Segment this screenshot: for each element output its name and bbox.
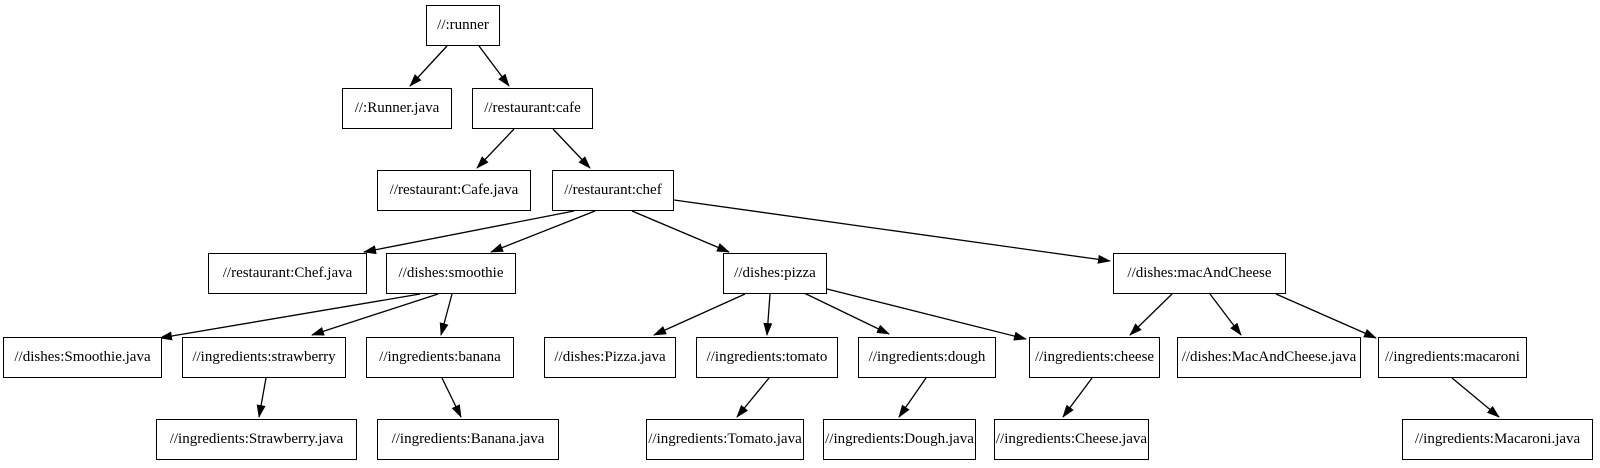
node-dough: //ingredients:dough: [858, 337, 996, 378]
node-mac-and-cheese-java: //dishes:MacAndCheese.java: [1177, 337, 1361, 378]
edge-pizza-to-pizza-java: [653, 293, 746, 336]
node-smoothie-java: //dishes:Smoothie.java: [3, 337, 162, 378]
edge-chef-to-mac-and-cheese: [673, 199, 1111, 264]
node-tomato: //ingredients:tomato: [696, 337, 838, 378]
edge-pizza-to-tomato: [763, 293, 773, 336]
node-strawberry: //ingredients:strawberry: [182, 337, 346, 378]
node-banana: //ingredients:banana: [366, 337, 514, 378]
node-cafe-java: //restaurant:Cafe.java: [377, 170, 531, 211]
edge-cafe-to-cafe-java: [476, 128, 515, 169]
edge-smoothie-to-smoothie-java: [159, 293, 421, 341]
node-chef: //restaurant:chef: [552, 170, 674, 211]
node-tomato-java: //ingredients:Tomato.java: [646, 419, 804, 460]
edge-chef-to-chef-java: [363, 210, 575, 255]
node-dough-java: //ingredients:Dough.java: [823, 419, 976, 460]
node-pizza: //dishes:pizza: [723, 253, 827, 294]
node-strawberry-java: //ingredients:Strawberry.java: [156, 419, 357, 460]
edge-cheese-to-cheese-java: [1062, 377, 1093, 418]
edge-macaroni-to-macaroni-java: [1451, 377, 1500, 418]
edge-smoothie-to-strawberry: [311, 293, 439, 336]
node-smoothie: //dishes:smoothie: [386, 253, 516, 294]
edge-pizza-to-cheese: [826, 288, 1027, 341]
node-cheese: //ingredients:cheese: [1029, 337, 1160, 378]
edge-chef-to-pizza: [631, 210, 730, 253]
edge-mac-and-cheese-to-cheese: [1129, 293, 1173, 336]
node-runner: //:runner: [426, 5, 500, 46]
node-mac-and-cheese: //dishes:macAndCheese: [1113, 253, 1286, 294]
node-banana-java: //ingredients:Banana.java: [377, 419, 559, 460]
edge-mac-and-cheese-to-mac-and-cheese-java: [1209, 293, 1242, 336]
edge-layer: [159, 45, 1500, 418]
edge-cafe-to-chef: [552, 128, 591, 169]
node-pizza-java: //dishes:Pizza.java: [544, 337, 676, 378]
edge-dough-to-dough-java: [898, 377, 927, 418]
edge-chef-to-smoothie: [490, 210, 596, 253]
edge-pizza-to-dough: [801, 291, 890, 335]
edge-mac-and-cheese-to-macaroni: [1275, 293, 1377, 339]
edge-runner-to-cafe: [478, 45, 510, 87]
node-cafe: //restaurant:cafe: [472, 88, 593, 129]
node-macaroni-java: //ingredients:Macaroni.java: [1402, 419, 1593, 460]
node-cheese-java: //ingredients:Cheese.java: [994, 419, 1149, 460]
edge-tomato-to-tomato-java: [736, 377, 770, 418]
node-chef-java: //restaurant:Chef.java: [208, 253, 367, 294]
edge-smoothie-to-banana: [439, 293, 453, 336]
edge-banana-to-banana-java: [441, 377, 462, 418]
node-runner-java: //:Runner.java: [342, 88, 452, 129]
edge-strawberry-to-strawberry-java: [256, 377, 267, 418]
node-macaroni: //ingredients:macaroni: [1378, 337, 1527, 378]
edge-runner-to-runner-java: [409, 45, 448, 87]
